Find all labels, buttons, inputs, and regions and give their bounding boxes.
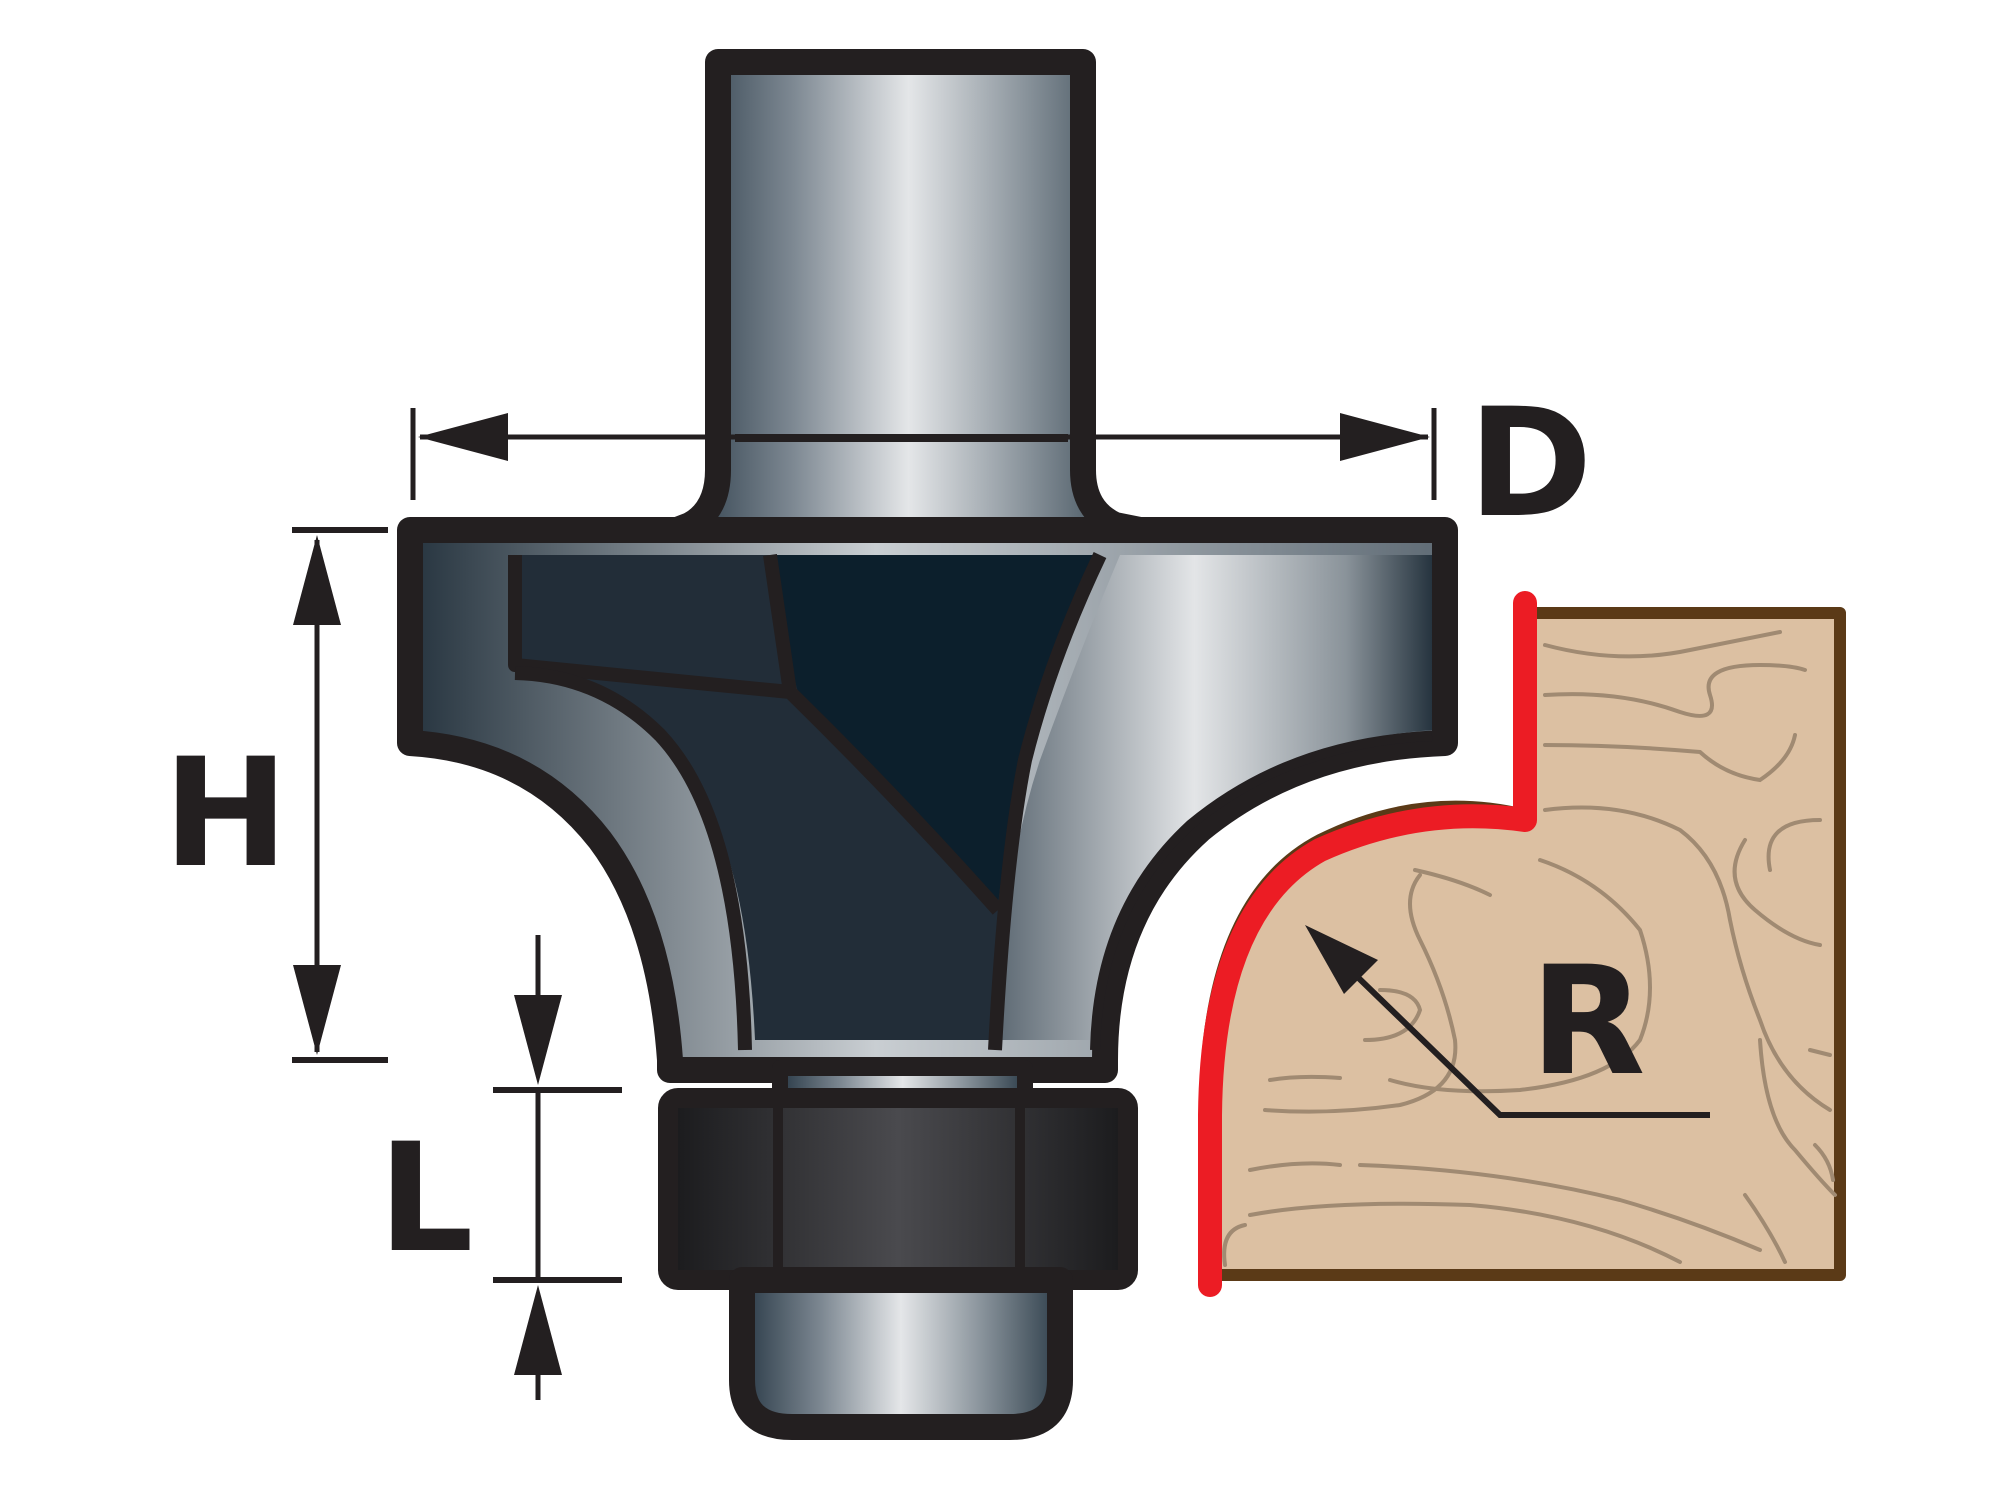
outer-curve-detail: [1090, 731, 1433, 1051]
radius-arrowhead: [1305, 925, 1378, 994]
dimension-l: [493, 935, 622, 1400]
dimension-d: [410, 408, 1437, 500]
carbide-highlight-face: [770, 555, 1100, 905]
label-diameter: D: [1468, 377, 1593, 551]
dimension-lines: [292, 408, 1437, 1400]
guide-bearing: [658, 1088, 1138, 1290]
label-height: H: [163, 727, 289, 901]
radius-indicator: [1305, 925, 1710, 1118]
inner-flute-curve: [514, 666, 752, 1051]
bearing-ring: [658, 1088, 1138, 1290]
dimension-h: [292, 527, 388, 1063]
upper-shank: [664, 49, 1153, 543]
carbide-edge-lines: [508, 551, 1107, 1051]
router-bit: [397, 49, 1458, 1440]
radius-leader-line: [1337, 957, 1710, 1118]
label-radius: R: [1530, 935, 1646, 1109]
label-bearing-offset: L: [378, 1112, 474, 1286]
wood-workpiece: [1198, 591, 1846, 1297]
cutter-right-flute: [1000, 555, 1432, 1040]
cut-profile-line: [1198, 591, 1537, 1297]
wood-grain: [1222, 630, 1837, 1267]
lower-pilot: [729, 1267, 1073, 1440]
